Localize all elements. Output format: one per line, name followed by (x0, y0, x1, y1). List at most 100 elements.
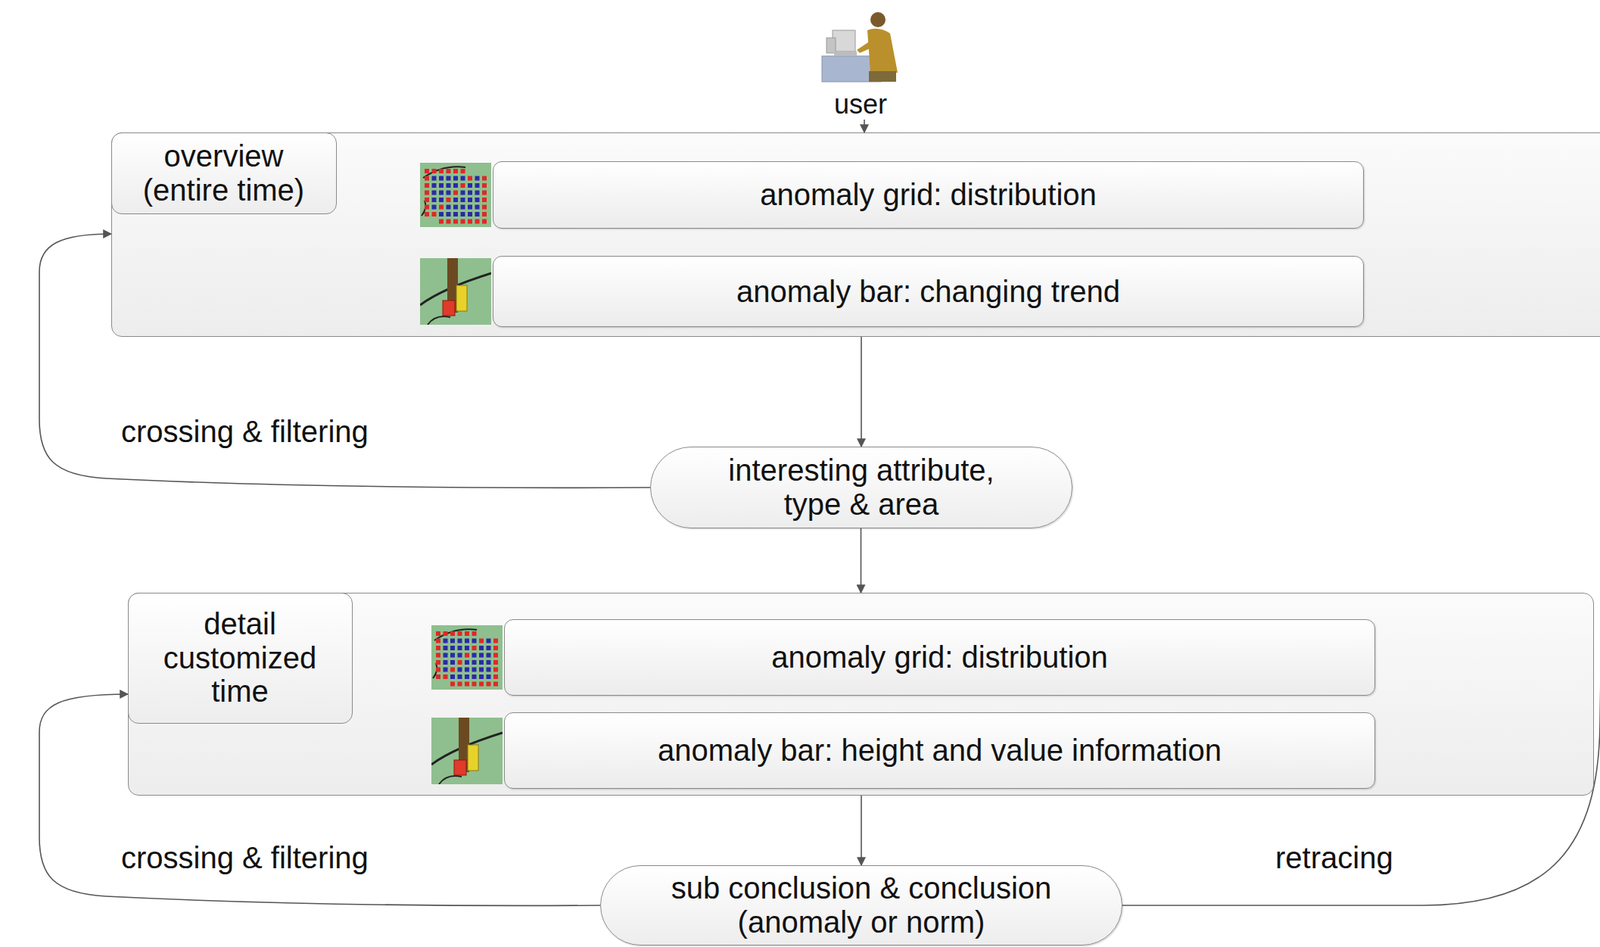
grid-cell (460, 183, 466, 188)
grid-cell (472, 659, 477, 665)
grid-cell (443, 631, 449, 636)
stage-panel: detail customized timeanomaly grid: dist… (127, 592, 1594, 796)
grid-cell (432, 197, 437, 203)
grid-cell (438, 219, 444, 225)
grid-cell (450, 645, 455, 651)
grid-cell (493, 674, 499, 679)
grid-cell (450, 667, 455, 673)
grid-cell (493, 681, 499, 687)
grid-cell (446, 183, 452, 188)
edge-label: retracing (1272, 840, 1397, 875)
grid-cell (482, 211, 487, 217)
grid-cell (435, 638, 441, 644)
map-line (423, 166, 466, 178)
grid-cell (479, 659, 484, 665)
grid-cell (479, 667, 484, 673)
grid-cell (486, 645, 492, 651)
edge-label: crossing & filtering (118, 840, 372, 875)
grid-cell (450, 681, 455, 687)
thumbnail-ground (431, 717, 503, 785)
grid-cell (464, 631, 470, 636)
grid-cell (446, 197, 452, 203)
arm (856, 40, 874, 53)
grid-cell (457, 681, 463, 687)
map-line (434, 628, 477, 641)
grid-cell (424, 197, 430, 203)
grid-cell (479, 681, 484, 687)
grid-cell (457, 653, 463, 658)
grid-cell (486, 674, 492, 679)
user-node: user (802, 4, 919, 120)
grid-cell (486, 638, 492, 644)
thumbnail-ground (420, 258, 492, 325)
grid-cell (475, 219, 480, 225)
grid-cell (467, 176, 473, 181)
grid-cell (472, 674, 477, 679)
grid-cell (482, 197, 487, 203)
grid-cell (453, 211, 458, 217)
grid-cell (450, 631, 455, 636)
grid-cell (457, 659, 463, 665)
stage-tab-label: overview (entire time) (111, 132, 337, 215)
grid-cell (443, 674, 449, 679)
grid-cell (432, 168, 437, 174)
grid-cell (453, 168, 458, 174)
grid-cell (460, 168, 466, 174)
grid-thumbnail (420, 162, 492, 228)
grid-cell (475, 183, 480, 188)
grid-thumbnail (431, 625, 503, 690)
grid-cell (479, 674, 484, 679)
node-label: sub conclusion & conclusion (anomaly or … (661, 871, 1062, 940)
user-icon (821, 12, 898, 82)
grid-cell (460, 176, 466, 181)
node-label: anomaly grid: distribution (771, 640, 1109, 675)
grid-cell (450, 659, 455, 665)
view-box: anomaly grid: distribution (492, 161, 1364, 229)
grid-cell (464, 659, 470, 665)
grid-cell (450, 674, 455, 679)
grid-dots (424, 168, 487, 225)
grid-cell (482, 190, 487, 196)
grid-cell (453, 197, 458, 203)
grid-cell (472, 653, 477, 658)
grid-cell (486, 681, 492, 687)
grid-cell (457, 667, 463, 673)
flow-connector (860, 528, 863, 593)
grid-dots (435, 631, 499, 687)
grid-cell (457, 674, 463, 679)
grid-cell (438, 183, 444, 188)
grid-cell (435, 645, 441, 651)
thumbnail-ground (420, 162, 492, 228)
grid-cell (475, 197, 480, 203)
grid-cell (479, 638, 484, 644)
grid-cell (467, 211, 473, 217)
grid-cell (475, 211, 480, 217)
grid-cell (493, 653, 499, 658)
grid-cell (443, 653, 449, 658)
grid-cell (438, 190, 444, 196)
grid-cell (460, 190, 466, 196)
node-label: user (834, 89, 888, 120)
grid-cell (435, 674, 441, 679)
map-line (427, 316, 451, 325)
grid-cell (493, 667, 499, 673)
anomaly-bar (456, 285, 467, 312)
grid-cell (486, 659, 492, 665)
grid-cell (493, 659, 499, 665)
grid-cell (475, 190, 480, 196)
grid-cell (443, 659, 449, 665)
result-pill: sub conclusion & conclusion (anomaly or … (600, 865, 1123, 946)
grid-cell (460, 219, 466, 225)
grid-cell (424, 183, 430, 188)
grid-cell (432, 183, 437, 188)
flow-connector (860, 336, 863, 447)
grid-cell (467, 219, 473, 225)
grid-cell (475, 205, 480, 210)
grid-cell (446, 211, 452, 217)
legs (868, 71, 897, 82)
grid-cell (457, 645, 463, 651)
grid-cell (457, 638, 463, 644)
grid-cell (486, 653, 492, 658)
grid-cell (453, 205, 458, 210)
grid-cell (482, 176, 487, 181)
